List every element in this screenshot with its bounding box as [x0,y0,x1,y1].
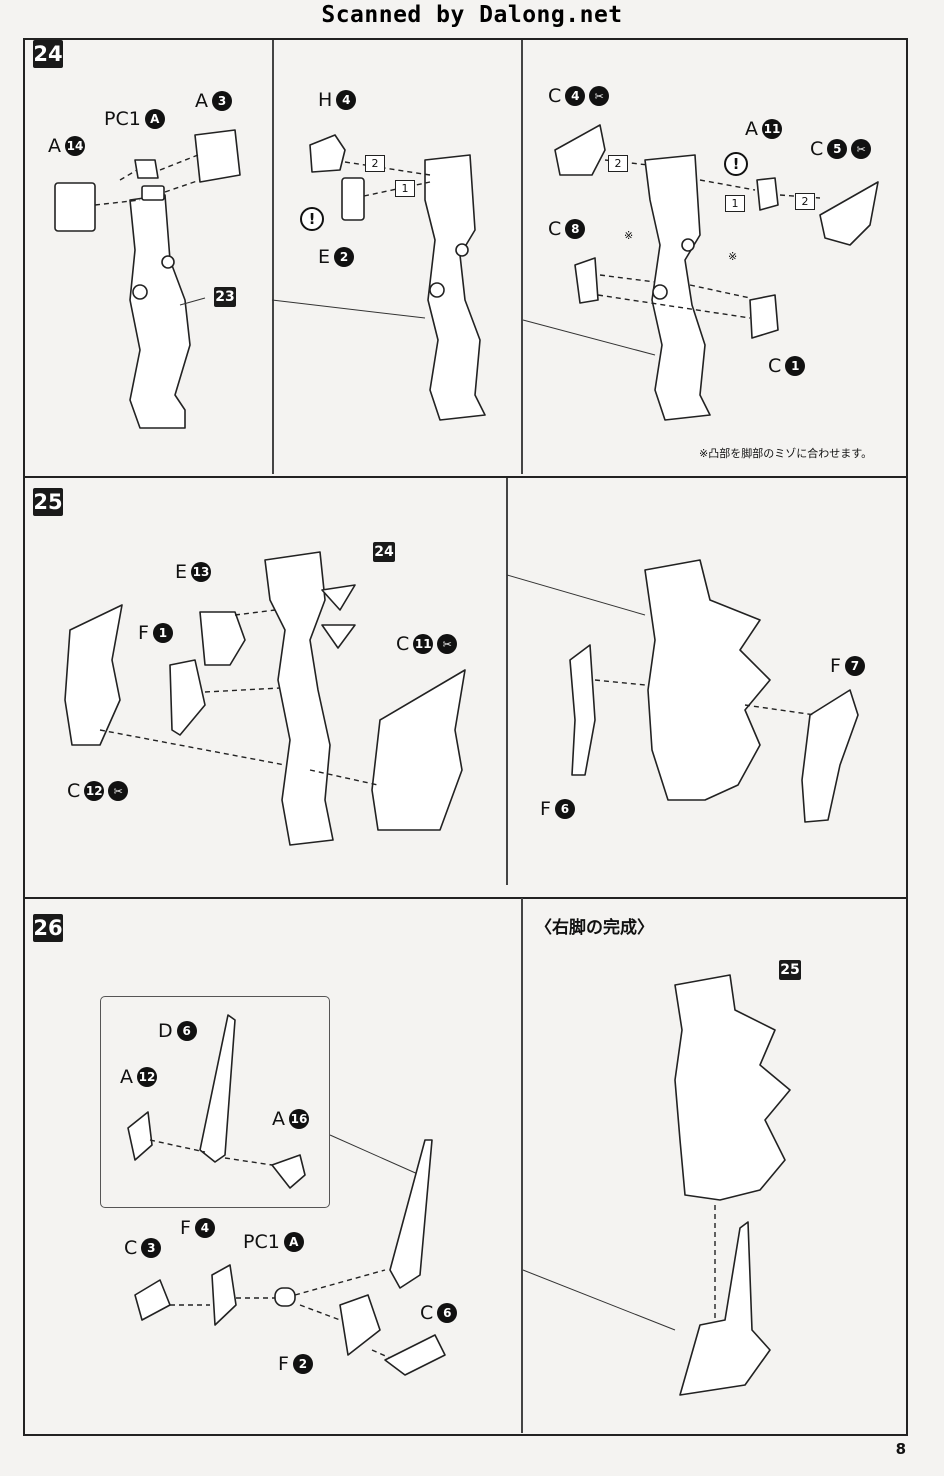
part-f6 [569,644,596,776]
leg-assembly-25a [264,551,356,846]
part-a11 [756,177,779,211]
nipper-icon: ✂ [108,781,129,801]
part-d6 [199,1014,236,1163]
note-mark: ※ [624,229,634,242]
alignment-note: ※凸部を脚部のミゾに合わせます。 [699,447,873,460]
order-box-1: 1 [725,195,745,212]
completion-title: 〈右脚の完成〉 [535,918,654,938]
part-f4 [211,1264,237,1326]
exclamation-icon: ! [724,152,748,176]
ref-badge-23: 23 [214,287,236,307]
page-number: 8 [895,1440,906,1458]
part-f7 [801,689,859,823]
divider-25 [506,478,508,885]
order-box-2: 2 [608,155,628,172]
part-a12 [127,1111,153,1161]
part-c12 [64,604,123,746]
sub-assembly-inset [100,996,330,1208]
nipper-icon: ✂ [851,139,872,159]
order-box-2: 2 [795,193,815,210]
step-number-24: 24 [33,40,63,68]
divider-26 [521,898,523,1433]
order-box-2: 2 [365,155,385,172]
nipper-icon: ✂ [437,634,458,654]
blade-assembly [389,1139,433,1289]
part-h4 [309,134,346,173]
ref-badge-25: 25 [779,960,801,980]
scanner-watermark: Scanned by Dalong.net [321,2,623,28]
part-c4 [554,124,606,176]
note-mark: ※ [728,250,738,263]
ref-badge-24: 24 [373,542,395,562]
divider-step-24-25 [25,476,906,478]
part-pc1a-26 [274,1287,296,1307]
part-c8 [574,257,599,304]
leg-assembly-24b [424,154,486,421]
part-e2 [341,177,365,221]
part-f2 [339,1294,381,1356]
instruction-frame [23,38,908,1436]
exclamation-icon: ! [300,207,324,231]
divider-24a [272,40,274,474]
part-c5 [819,181,879,246]
part-a3 [194,129,241,183]
part-c11 [371,669,466,831]
step-number-26: 26 [33,914,63,942]
part-c1 [749,294,779,339]
part-pc1a [134,159,159,179]
part-c3 [134,1279,171,1321]
divider-step-25-26 [25,897,906,899]
order-box-1: 1 [395,180,415,197]
part-f1 [169,659,206,736]
leg-part-23 [129,185,191,429]
part-c6 [384,1334,446,1376]
divider-24b [521,40,523,474]
part-a16 [271,1154,306,1189]
leg-assembly-25b [644,559,771,801]
completed-right-leg [674,974,791,1396]
leg-assembly-24c [644,154,711,421]
step-number-25: 25 [33,488,63,516]
nipper-icon: ✂ [589,86,610,106]
part-a14 [54,182,96,232]
part-e13 [199,611,246,666]
